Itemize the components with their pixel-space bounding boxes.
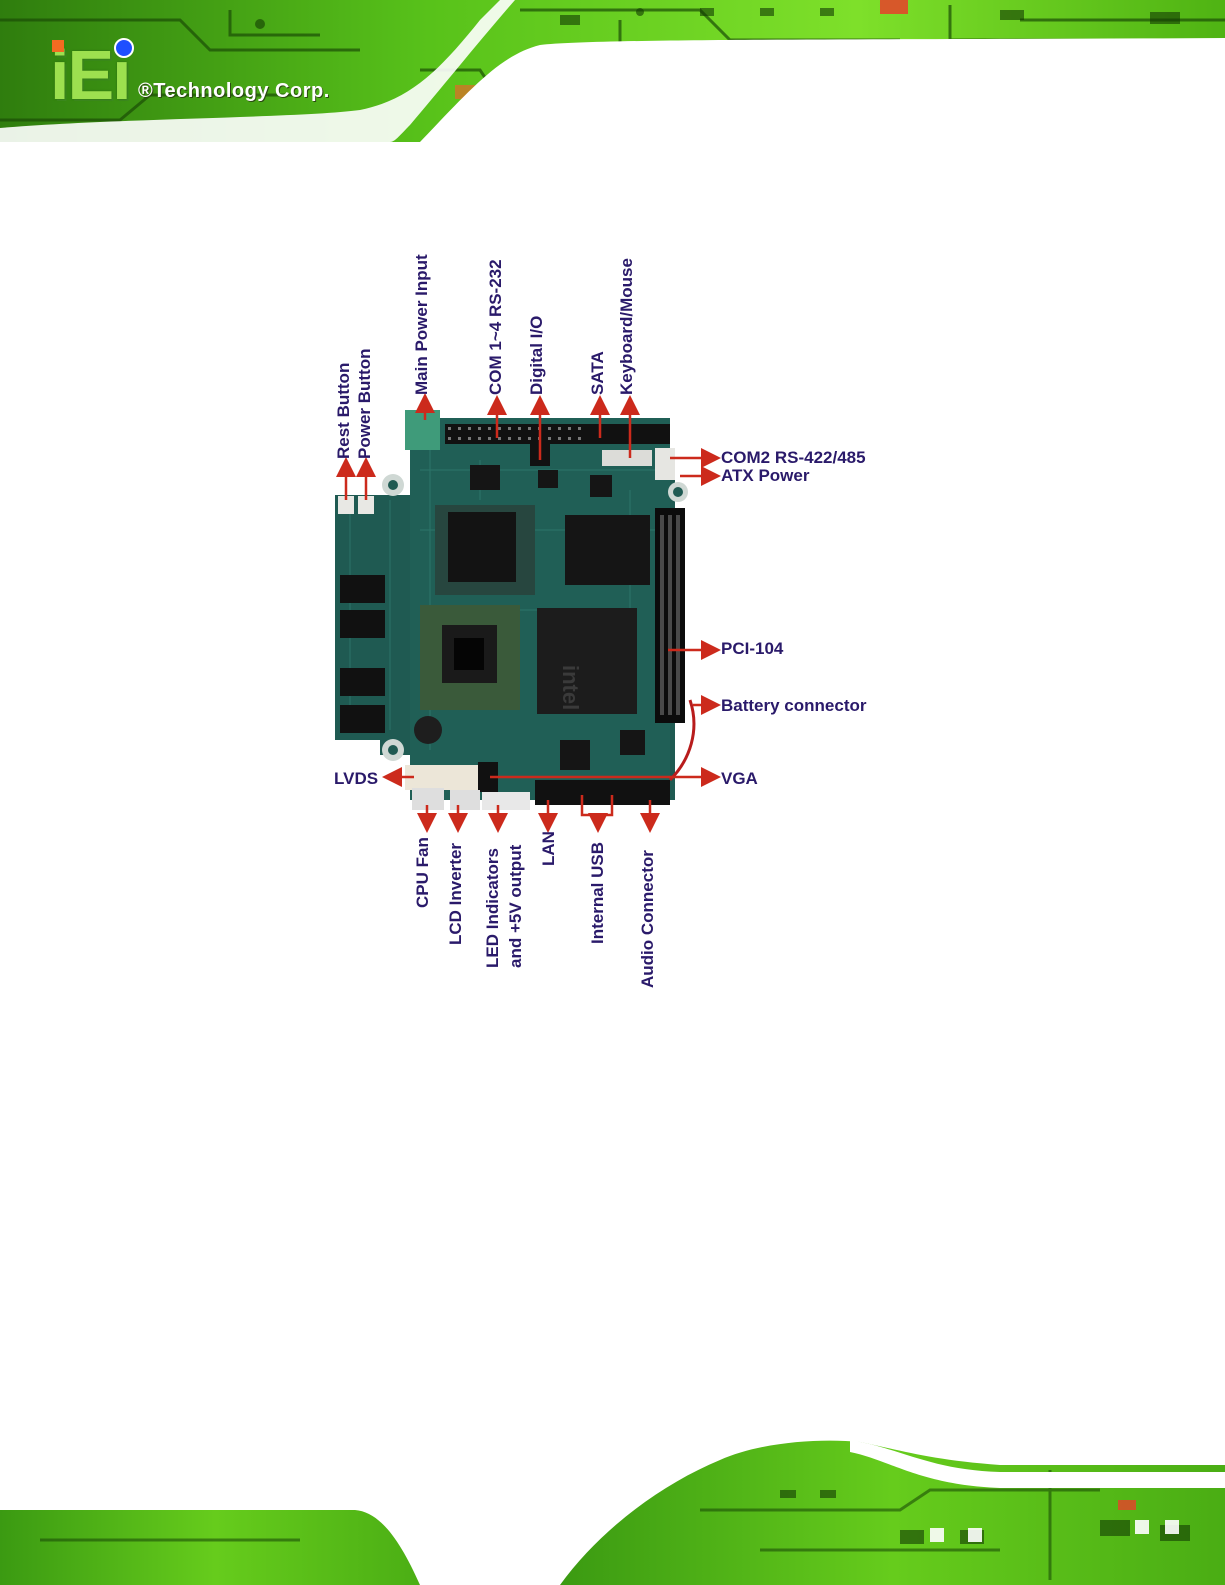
label-keyboard-mouse: Keyboard/Mouse [618, 258, 635, 395]
label-com2-rs422-485: COM2 RS-422/485 [721, 449, 866, 466]
label-power-button: Power Button [356, 349, 373, 460]
label-battery-connector: Battery connector [721, 697, 866, 714]
label-atx-power: ATX Power [721, 467, 809, 484]
label-lvds: LVDS [334, 770, 378, 787]
label-audio-connector: Audio Connector [639, 850, 656, 988]
label-led-indicators-line2: and +5V output [507, 845, 524, 968]
label-lan: LAN [540, 831, 557, 866]
circuit-board-footer-graphic [0, 1430, 1225, 1585]
label-digital-io: Digital I/O [528, 316, 545, 395]
label-vga: VGA [721, 770, 758, 787]
label-main-power-input: Main Power Input [413, 254, 430, 395]
label-rest-button: Rest Button [335, 363, 352, 459]
label-internal-usb: Internal USB [589, 842, 606, 944]
label-lcd-inverter: LCD Inverter [447, 843, 464, 945]
label-led-indicators-line1: LED Indicators [484, 848, 501, 968]
footer-band [0, 1430, 1225, 1585]
label-com-1-4-rs232: COM 1~4 RS-232 [487, 259, 504, 395]
label-pci-104: PCI-104 [721, 640, 783, 657]
label-sata: SATA [589, 351, 606, 395]
label-cpu-fan: CPU Fan [414, 837, 431, 908]
